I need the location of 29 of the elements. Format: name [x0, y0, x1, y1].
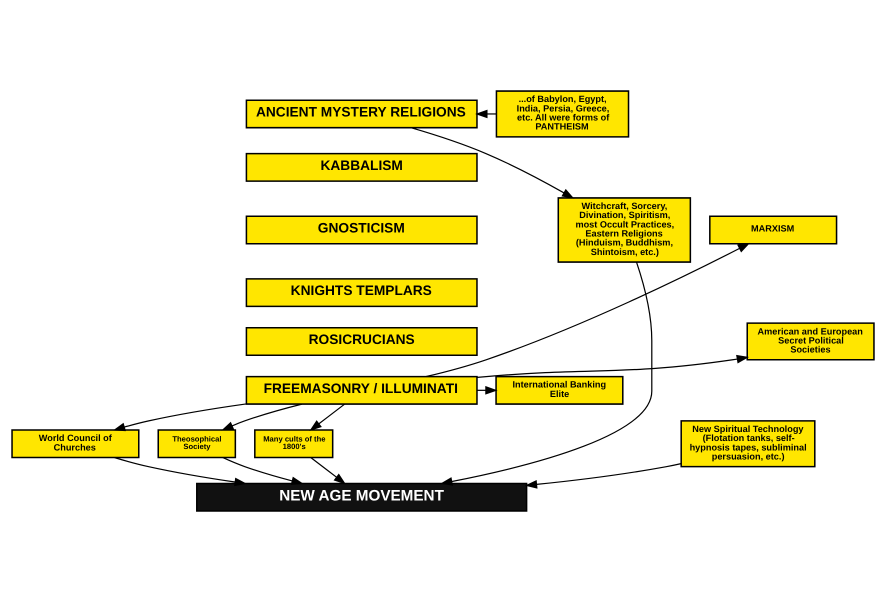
arrow	[310, 456, 346, 484]
arrow	[221, 403, 302, 430]
node-box: International Banking Elite	[495, 375, 624, 404]
arrow	[309, 403, 345, 431]
node-box: GNOSTICISM	[246, 215, 478, 244]
node-box: Many cults of the 1800's	[254, 428, 334, 458]
arrow	[114, 456, 247, 486]
node-box: Witchcraft, Sorcery, Divination, Spiritism, most Occult Practices, Eastern Religions (Hinduism, Buddhism, Shintoism, etc.)	[558, 196, 692, 262]
node-box: FREEMASONRY / ILLUMINATI	[246, 375, 478, 404]
node-box: MARXISM	[709, 215, 838, 244]
arrow	[475, 109, 496, 118]
node-box: ANCIENT MYSTERY RELIGIONS	[246, 98, 478, 128]
arrow	[426, 242, 750, 377]
arrow	[112, 402, 246, 431]
node-box: World Council of Churches	[11, 428, 140, 458]
node-box: New Spiritual Technology (Flotation tanks, self-hypnosis tapes, subliminal persuasion, etc.)	[680, 420, 816, 467]
node-box: KNIGHTS TEMPLARS	[246, 278, 478, 307]
node-box: NEW AGE MOVEMENT	[196, 482, 528, 512]
node-box: American and European Secret Political Societies	[746, 322, 875, 360]
arrow	[524, 462, 682, 488]
node-box: KABBALISM	[246, 152, 478, 182]
arrow	[477, 386, 498, 394]
arrow	[440, 262, 652, 486]
node-box: ROSICRUCIANS	[246, 326, 478, 356]
node-box: ...of Babylon, Egypt, India, Persia, Greece, etc. All were forms of PANTHEISM	[496, 90, 630, 138]
arrow	[477, 354, 750, 378]
arrow	[410, 126, 574, 198]
node-box: Theosophical Society	[157, 428, 236, 458]
arrow	[222, 456, 304, 485]
